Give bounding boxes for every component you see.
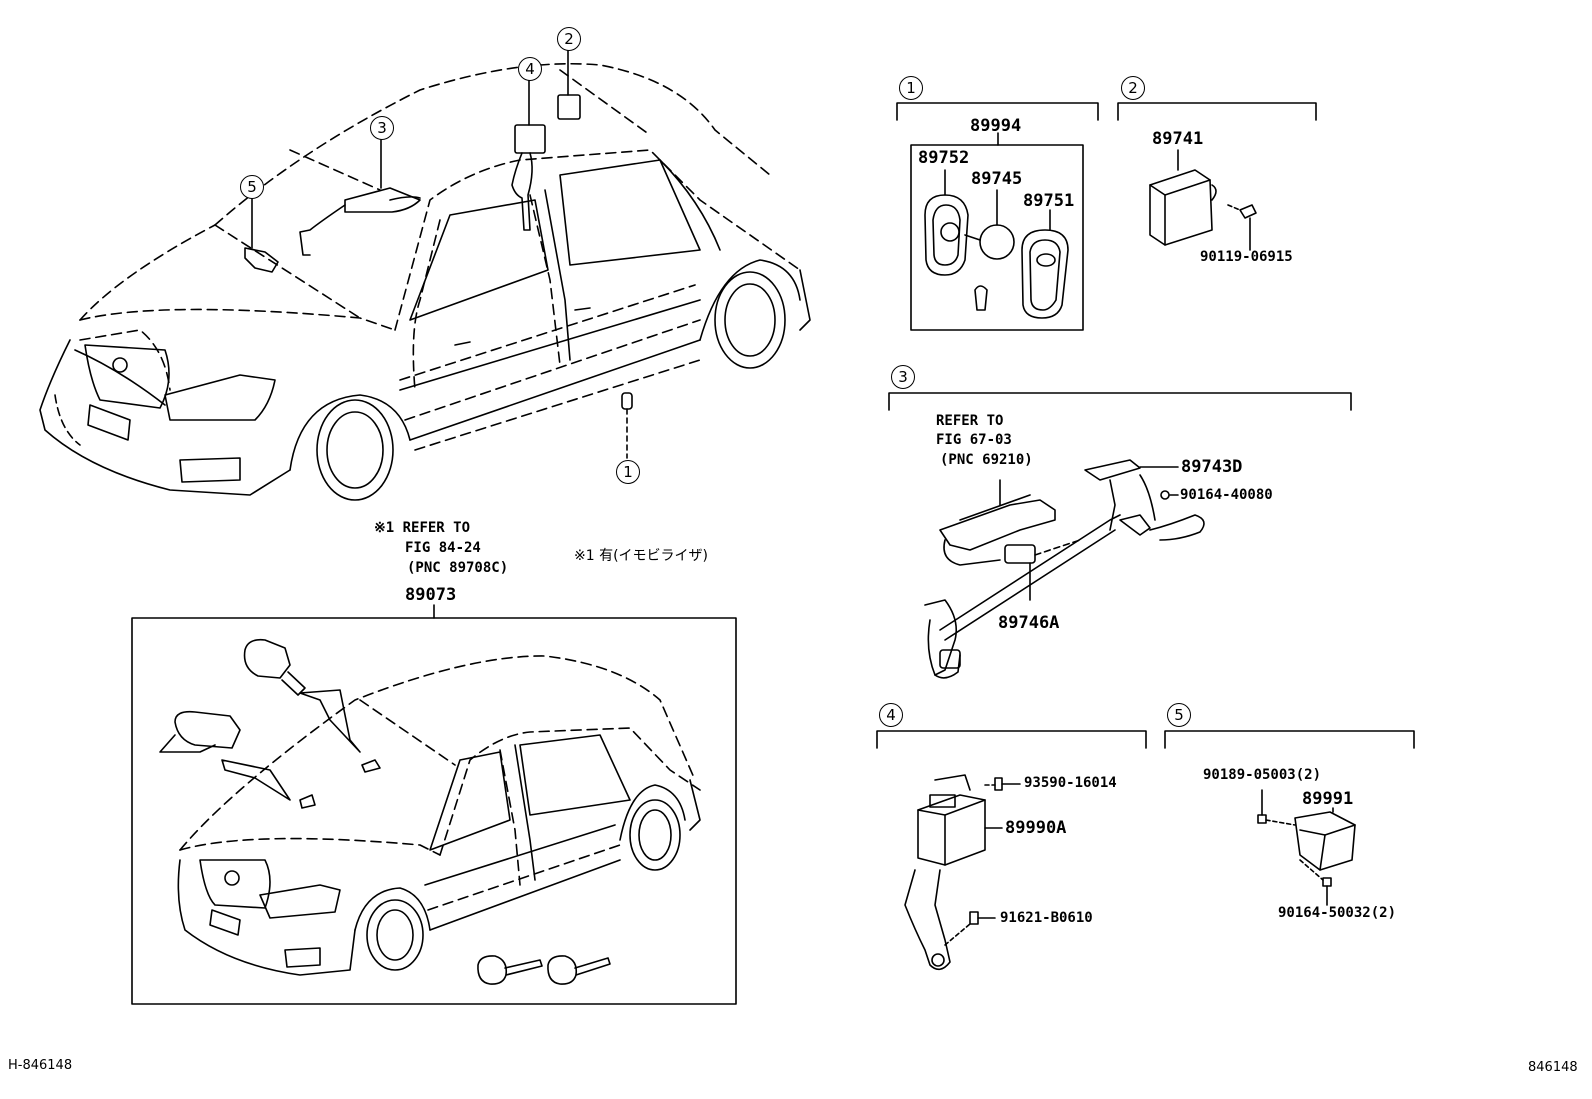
lower-refer-line-2[interactable]: FIG 84-24 [405, 540, 481, 556]
group-4-number: 4 [879, 703, 903, 727]
lower-box-drawing [131, 604, 737, 1005]
group-5-number: 5 [1167, 703, 1191, 727]
upper-car-parts [244, 49, 633, 459]
part-89073[interactable]: 89073 [405, 585, 457, 605]
part-90164-50032[interactable]: 90164-50032(2) [1278, 905, 1397, 921]
immobilizer-note: ※1 有(イモビライザ) [574, 548, 709, 564]
group-5-drawing [1164, 730, 1415, 906]
figure-id-right: 846148 [1528, 1060, 1578, 1075]
part-89752[interactable]: 89752 [918, 148, 970, 168]
part-90189-05003[interactable]: 90189-05003(2) [1203, 767, 1322, 783]
part-89745[interactable]: 89745 [971, 169, 1023, 189]
callout-2: 2 [557, 27, 581, 51]
group-3-refer-line-1: REFER TO [936, 413, 1004, 429]
callout-3: 3 [370, 116, 394, 140]
figure-id-left: H-846148 [8, 1058, 73, 1073]
part-89746A[interactable]: 89746A [998, 613, 1060, 633]
part-89991[interactable]: 89991 [1302, 789, 1354, 809]
callout-1: 1 [616, 460, 640, 484]
lower-refer-line-1: ※1 REFER TO [374, 520, 471, 536]
part-89741[interactable]: 89741 [1152, 129, 1204, 149]
part-89994[interactable]: 89994 [970, 116, 1022, 136]
upper-car-illustration [39, 62, 811, 501]
part-89751[interactable]: 89751 [1023, 191, 1075, 211]
part-89743D[interactable]: 89743D [1181, 457, 1243, 477]
group-1-number: 1 [899, 76, 923, 100]
group-3-refer-line-3: (PNC 69210) [940, 452, 1033, 468]
part-90119-06915[interactable]: 90119-06915 [1200, 249, 1293, 265]
part-89990A[interactable]: 89990A [1005, 818, 1067, 838]
group-3-drawing [888, 392, 1352, 679]
group-2-drawing [1117, 102, 1317, 251]
part-90164-40080[interactable]: 90164-40080 [1180, 487, 1273, 503]
part-93590-16014[interactable]: 93590-16014 [1024, 775, 1117, 791]
part-91621-B0610[interactable]: 91621-B0610 [1000, 910, 1093, 926]
group-3-number: 3 [891, 365, 915, 389]
lower-refer-line-3: (PNC 89708C) [407, 560, 509, 576]
callout-4: 4 [518, 57, 542, 81]
callout-5: 5 [240, 175, 264, 199]
group-2-number: 2 [1121, 76, 1145, 100]
group-1-drawing [896, 102, 1099, 331]
group-4-drawing [876, 730, 1147, 971]
group-3-refer-line-2[interactable]: FIG 67-03 [936, 432, 1012, 448]
